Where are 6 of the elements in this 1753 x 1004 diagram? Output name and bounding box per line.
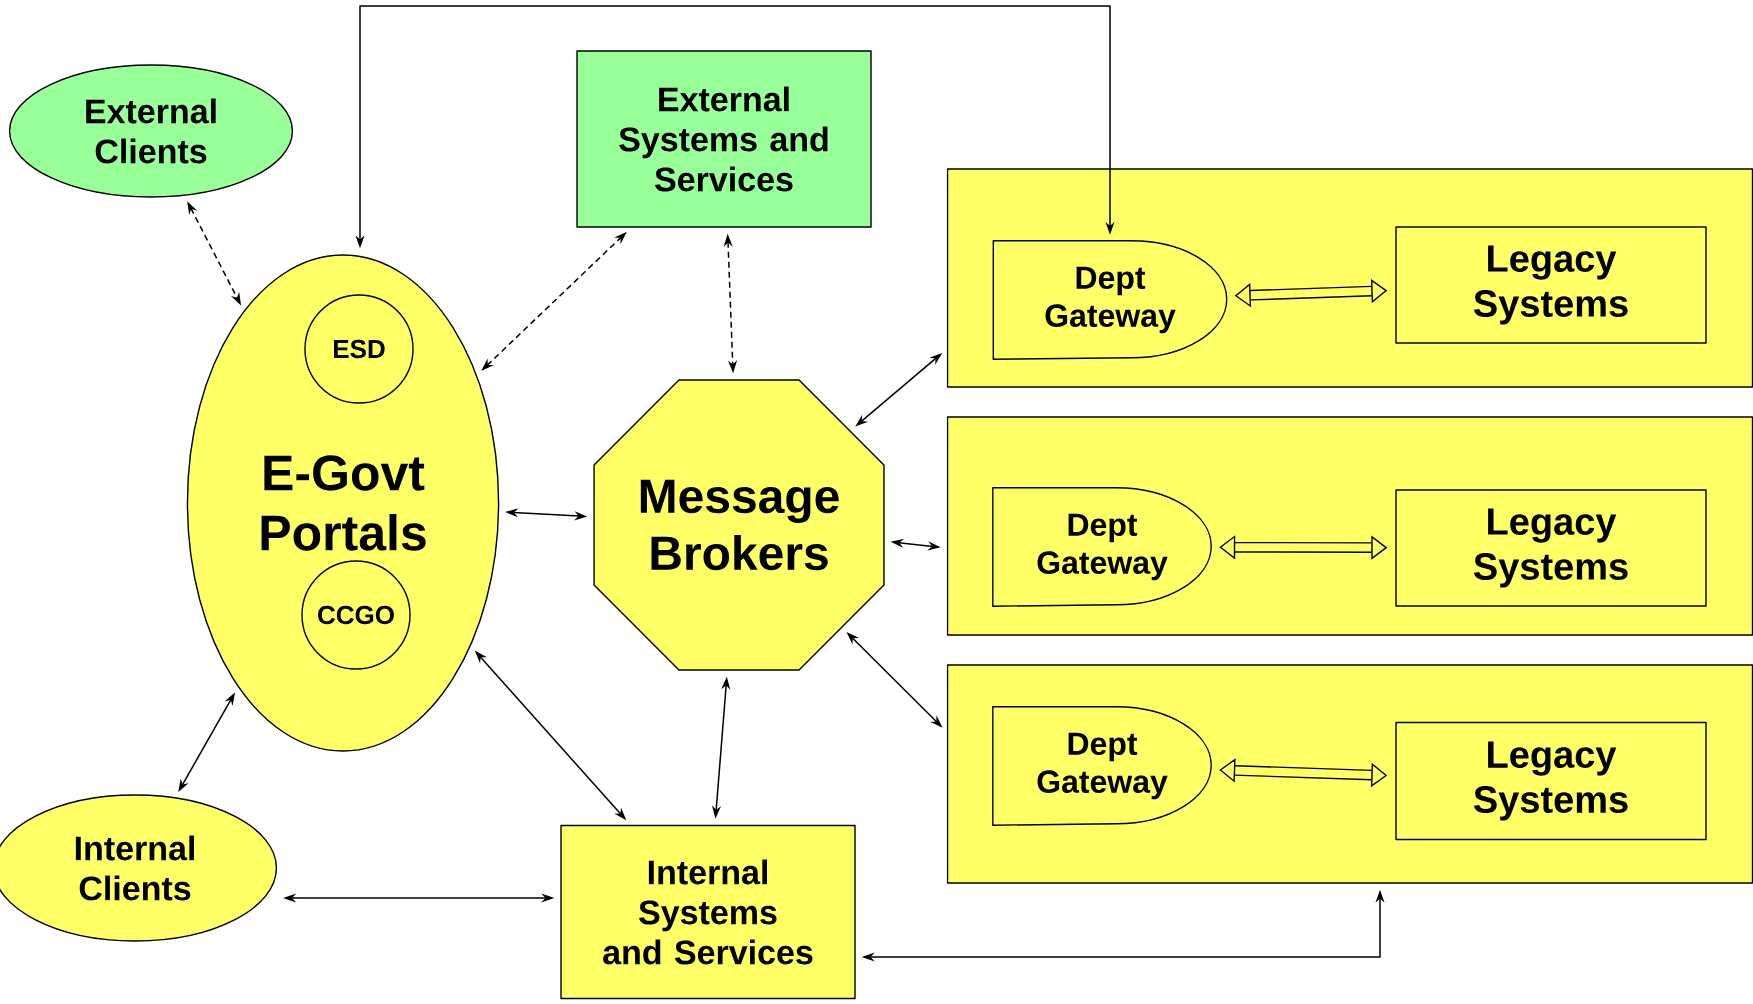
legacy-box: Legacy Systems	[1395, 226, 1707, 344]
legacy-box: Legacy Systems	[1395, 721, 1707, 841]
system-box: External Systems and Services	[576, 50, 872, 228]
broker-octagon: Message Brokers	[593, 379, 885, 671]
legacy-box: Legacy Systems	[1395, 489, 1707, 607]
system-box: Internal Systems and Services	[560, 824, 856, 1000]
